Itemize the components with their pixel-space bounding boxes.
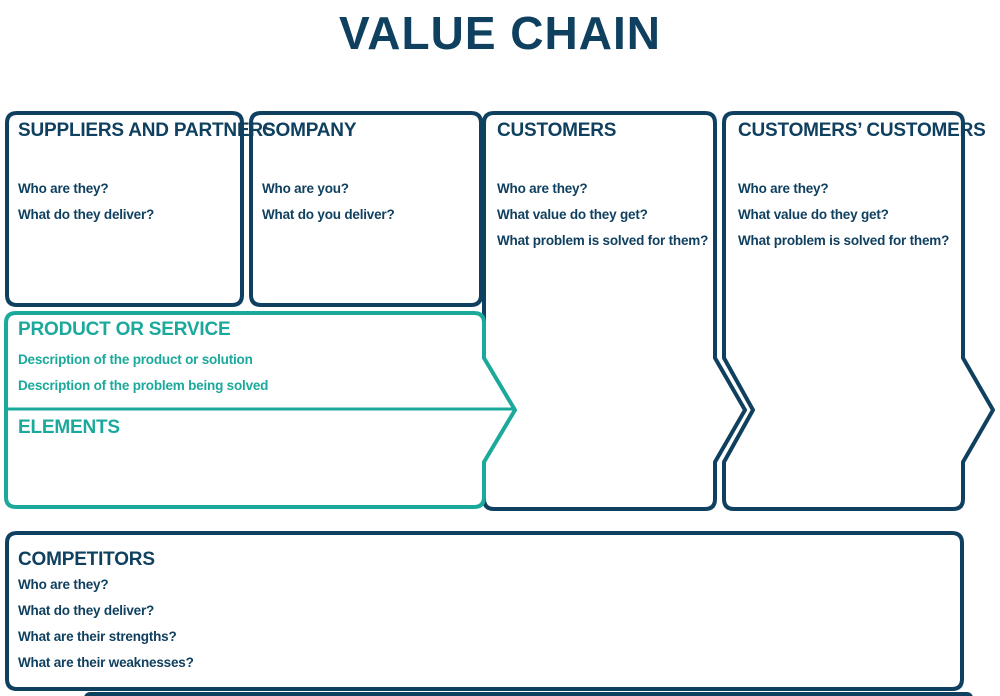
- page-title: VALUE CHAIN: [339, 7, 661, 59]
- customers-box-outline: [482, 111, 747, 511]
- competitors-question: What do they deliver?: [18, 603, 155, 618]
- customers-question: What value do they get?: [497, 207, 648, 222]
- product-service-description: Description of the product or solution: [18, 352, 253, 367]
- suppliers-question: Who are they?: [18, 181, 109, 196]
- competitors-title: COMPETITORS: [18, 549, 155, 570]
- bottom-cropped-bar: [84, 692, 973, 696]
- competitors-question: What are their weaknesses?: [18, 655, 194, 670]
- suppliers-title: SUPPLIERS AND PARTNERS: [18, 120, 276, 141]
- customers-customers-question: Who are they?: [738, 181, 829, 196]
- customers-question: Who are they?: [497, 181, 588, 196]
- company-question: What do you deliver?: [262, 207, 395, 222]
- customers-customers-box-outline: [722, 111, 995, 511]
- company-question: Who are you?: [262, 181, 349, 196]
- product-service-title: PRODUCT OR SERVICE: [18, 319, 231, 340]
- customers-title: CUSTOMERS: [497, 120, 617, 141]
- company-title: COMPANY: [262, 120, 357, 141]
- customers-customers-title: CUSTOMERS’ CUSTOMERS: [738, 120, 986, 141]
- competitors-box-outline: [5, 531, 964, 691]
- competitors-question: Who are they?: [18, 577, 109, 592]
- suppliers-question: What do they deliver?: [18, 207, 155, 222]
- customers-customers-question: What problem is solved for them?: [738, 233, 950, 248]
- customers-question: What problem is solved for them?: [497, 233, 709, 248]
- product-service-description: Description of the problem being solved: [18, 378, 269, 393]
- company-box-outline: [249, 111, 483, 307]
- competitors-question: What are their strengths?: [18, 629, 177, 644]
- elements-title: ELEMENTS: [18, 417, 120, 438]
- suppliers-box-outline: [5, 111, 244, 307]
- customers-customers-question: What value do they get?: [738, 207, 889, 222]
